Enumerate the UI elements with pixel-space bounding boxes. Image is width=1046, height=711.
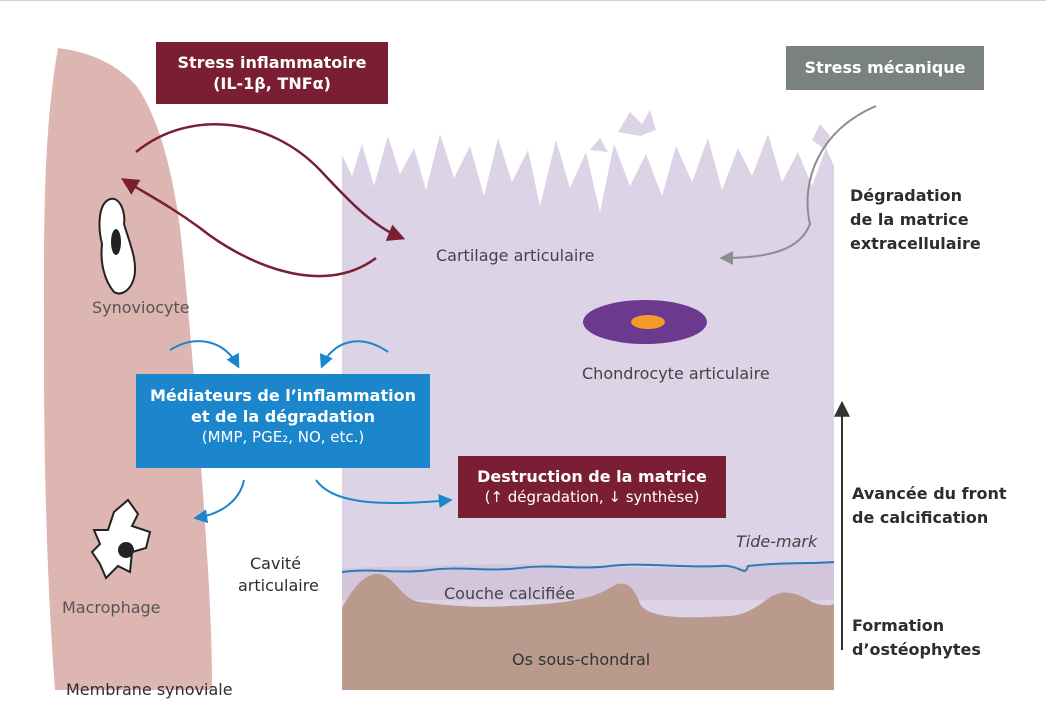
stress-mecanique-title: Stress mécanique xyxy=(804,58,966,77)
chondrocyte-label: Chondrocyte articulaire xyxy=(582,364,770,383)
arrow-inflammation-to-cartilage xyxy=(135,123,406,241)
stress-inflammatoire-box: Stress inflammatoire (IL-1β, TNFα) xyxy=(156,42,388,104)
macrophage-nucleus xyxy=(118,542,134,558)
degradation-label-line3: extracellulaire xyxy=(850,234,981,253)
mediateurs-box: Médiateurs de l’inflammation et de la dé… xyxy=(136,374,430,468)
cavite-label-line1: Cavité xyxy=(250,554,302,573)
synoviocyte-nucleus xyxy=(111,229,121,255)
macrophage-label: Macrophage xyxy=(62,598,161,617)
degradation-label-line1: Dégradation xyxy=(850,186,963,205)
mediateurs-title-line2: et de la dégradation xyxy=(190,407,375,426)
macrophage-cell xyxy=(90,498,152,580)
arrow-cartilage-to-synovium xyxy=(121,178,377,278)
arrow-mediators-to-macrophage xyxy=(193,479,245,524)
cartilage-fragment xyxy=(590,138,608,152)
stress-mecanique-box: Stress mécanique xyxy=(786,46,984,90)
arrow-cartilage-to-mediators xyxy=(319,340,389,369)
os-sous-chondral-label: Os sous-chondral xyxy=(512,650,651,669)
cartilage-fragment xyxy=(618,110,656,136)
tide-mark-label: Tide-mark xyxy=(736,532,818,551)
formation-label-line1: Formation xyxy=(852,616,945,635)
membrane-label: Membrane synoviale xyxy=(66,680,233,699)
avancee-label-line1: Avancée du front xyxy=(852,484,1007,503)
couche-calcifiee-label: Couche calcifiée xyxy=(444,584,576,603)
cartilage-region xyxy=(342,134,834,690)
mediateurs-subtitle: (MMP, PGE₂, NO, etc.) xyxy=(201,428,365,446)
arrow-mediators-to-destruction xyxy=(315,479,453,509)
cavite-label-line2: articulaire xyxy=(238,576,319,595)
synovial-membrane xyxy=(43,48,212,690)
stress-inflammatoire-title: Stress inflammatoire xyxy=(177,53,367,72)
cartilage-fragment xyxy=(812,124,830,150)
destruction-title: Destruction de la matrice xyxy=(477,467,707,486)
chondrocyte-inner xyxy=(631,315,665,329)
degradation-label-line2: de la matrice xyxy=(850,210,969,229)
formation-label-line2: d’ostéophytes xyxy=(852,640,981,659)
destruction-box: Destruction de la matrice (↑ dégradation… xyxy=(458,456,726,518)
mediateurs-title-line1: Médiateurs de l’inflammation xyxy=(149,386,416,405)
tide-mark-line xyxy=(341,561,835,573)
stress-inflammatoire-subtitle: (IL-1β, TNFα) xyxy=(213,74,331,93)
avancee-label-line2: de calcification xyxy=(852,508,989,527)
subchondral-bone xyxy=(342,573,834,690)
top-border-line xyxy=(0,0,1046,1)
destruction-subtitle: (↑ dégradation, ↓ synthèse) xyxy=(484,488,700,506)
synoviocyte-label: Synoviocyte xyxy=(92,298,190,317)
calcified-layer xyxy=(342,562,834,600)
cartilage-label: Cartilage articulaire xyxy=(436,246,595,265)
arrow-synoviocyte-to-mediators xyxy=(169,340,240,369)
arrow-mechanical-stress xyxy=(719,105,877,265)
